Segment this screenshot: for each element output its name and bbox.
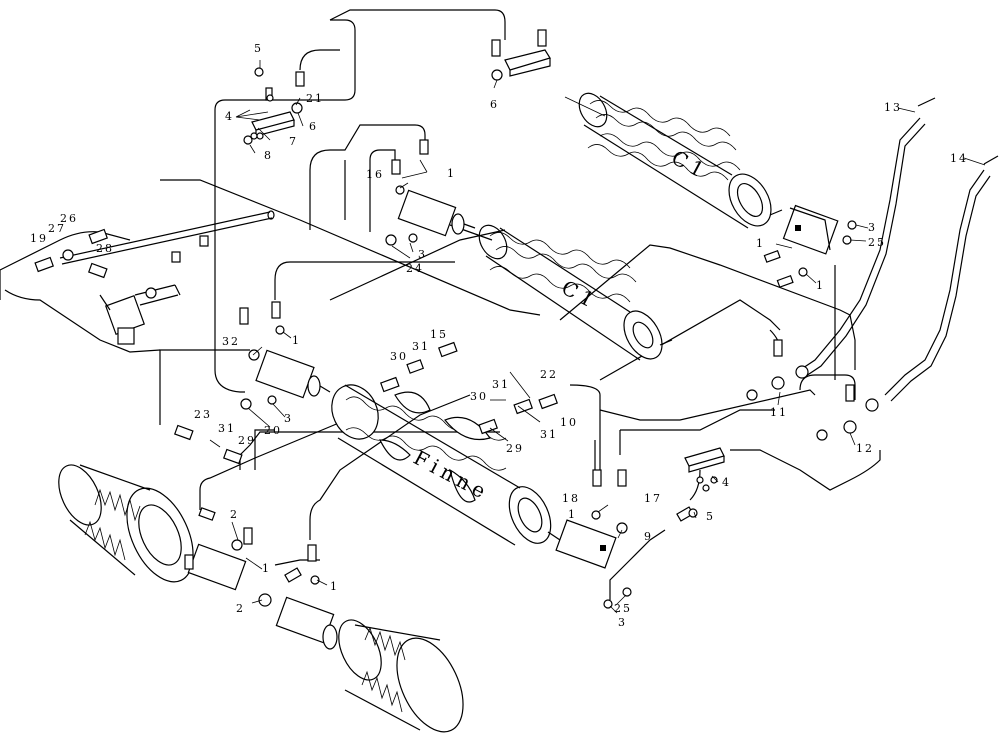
motor-bottom-center — [275, 596, 338, 650]
pipe-14 — [884, 155, 999, 402]
label-1-top: 1 — [447, 167, 456, 180]
label-2-low: 2 — [236, 602, 245, 615]
label-32: 32 — [222, 335, 240, 348]
label-4-right: 4 — [722, 476, 731, 489]
motor-bottom-left — [184, 543, 247, 591]
motor-upper-center — [397, 189, 476, 237]
label-1-right2: 1 — [816, 279, 825, 292]
screen-drum-left — [58, 464, 194, 583]
label-10: 10 — [560, 416, 578, 429]
label-15: 15 — [430, 328, 448, 341]
label-8: 8 — [264, 149, 273, 162]
label-11: 11 — [770, 406, 788, 419]
label-1-leftcenter: 1 — [292, 334, 301, 347]
label-31-top: 31 — [412, 340, 430, 353]
motor-bottom-right — [555, 519, 617, 569]
label-6-mid: 6 — [309, 120, 318, 133]
hose-fittings — [34, 29, 855, 583]
label-3-leftcenter: 3 — [284, 412, 293, 425]
label-1-lowcenter: 1 — [330, 580, 339, 593]
label-1-lowright: 1 — [568, 508, 577, 521]
label-25-topright: 25 — [868, 236, 886, 249]
label-18: 18 — [562, 492, 580, 505]
label-5-right: 5 — [706, 510, 715, 523]
part-numbers: 5 6 21 4 6 7 8 16 1 13 14 3 25 1 1 3 24 … — [30, 42, 968, 629]
label-22: 22 — [540, 368, 558, 381]
motor-left-center — [255, 349, 331, 399]
label-9: 9 — [644, 530, 653, 543]
label-12: 12 — [856, 442, 874, 455]
label-14: 14 — [950, 152, 968, 165]
screen-drum-bottom — [338, 619, 464, 733]
label-3-topright: 3 — [868, 221, 877, 234]
label-24: 24 — [406, 262, 424, 275]
label-1-right: 1 — [756, 237, 765, 250]
label-30-top: 30 — [390, 350, 408, 363]
valve-block-pipe — [59, 210, 275, 265]
label-20: 20 — [264, 424, 282, 437]
manifold-right — [684, 447, 725, 473]
manifold-upper-left — [251, 111, 295, 137]
label-7: 7 — [289, 135, 298, 148]
c1-drum-middle: C1 — [449, 224, 673, 361]
label-30-mid: 30 — [470, 390, 488, 403]
finne-label: Finne — [410, 445, 494, 505]
label-31-right: 31 — [540, 428, 558, 441]
manifold-top — [504, 49, 551, 77]
label-19: 19 — [30, 232, 48, 245]
valve-block — [99, 284, 181, 345]
label-28: 28 — [96, 242, 114, 255]
pipe-13 — [799, 97, 936, 377]
c1-drum-top: C1 — [564, 92, 783, 229]
label-31-mid: 31 — [492, 378, 510, 391]
label-25-low: 25 — [614, 602, 632, 615]
label-3-low: 3 — [618, 616, 627, 629]
leader-lines — [209, 60, 986, 614]
c1-label-top: C1 — [668, 145, 713, 184]
label-13: 13 — [884, 101, 902, 114]
motor-top-right — [782, 204, 839, 255]
label-16: 16 — [366, 168, 384, 181]
label-26: 26 — [60, 212, 78, 225]
label-29-mid: 29 — [506, 442, 524, 455]
label-5-top: 5 — [254, 42, 263, 55]
label-3-upper: 3 — [418, 248, 427, 261]
label-29-left: 29 — [238, 434, 256, 447]
label-6-top: 6 — [490, 98, 499, 111]
label-17: 17 — [644, 492, 662, 505]
label-31-left: 31 — [218, 422, 236, 435]
label-27: 27 — [48, 222, 66, 235]
label-2-left: 2 — [230, 508, 239, 521]
label-4-left: 4 — [225, 110, 234, 123]
hose-lines — [0, 9, 881, 600]
label-1-lowleft: 1 — [262, 562, 271, 575]
label-23: 23 — [194, 408, 212, 421]
label-21: 21 — [306, 92, 324, 105]
